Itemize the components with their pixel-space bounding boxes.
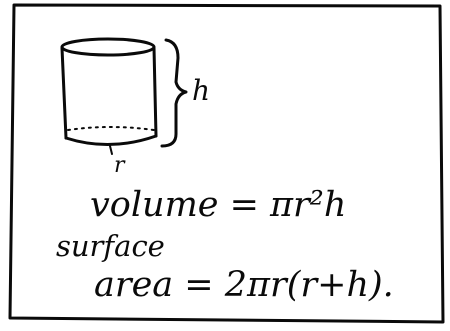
cylinder-top-ellipse bbox=[60, 37, 156, 57]
height-brace bbox=[160, 38, 188, 148]
frame-border bbox=[8, 3, 445, 324]
volume-formula: volume = πr²h bbox=[90, 185, 346, 225]
area-formula: area = 2πr(r+h). bbox=[94, 265, 394, 305]
surface-label: surface bbox=[56, 229, 165, 263]
radius-label: r bbox=[114, 153, 126, 178]
cylinder-bottom-hidden bbox=[67, 126, 155, 131]
cylinder-bottom-front bbox=[64, 134, 158, 146]
cylinder-left-side bbox=[60, 46, 68, 140]
cylinder-right-side bbox=[152, 46, 158, 138]
height-label: h bbox=[192, 74, 210, 107]
radius-tick bbox=[109, 145, 113, 155]
